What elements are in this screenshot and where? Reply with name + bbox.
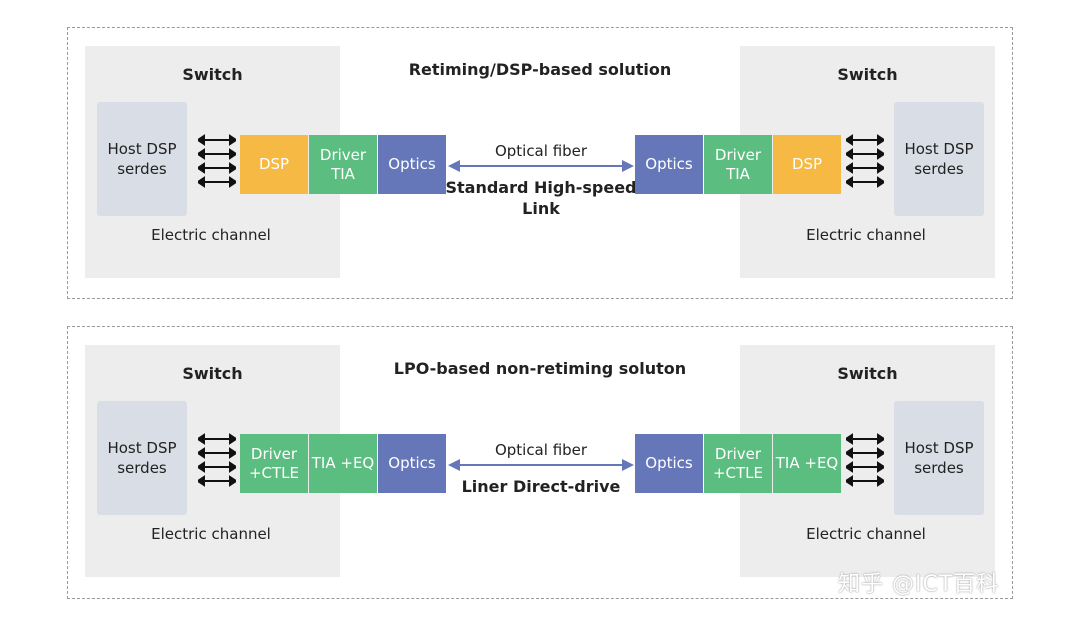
switch-label: Switch	[182, 65, 243, 84]
link-type-label: Liner Direct-drive	[461, 477, 621, 496]
optical-fiber-label: Optical fiber	[494, 441, 588, 459]
optics-block: Optics	[378, 434, 446, 493]
switch-label: Switch	[837, 364, 898, 383]
host-dsp-serdes: Host DSP serdes	[97, 401, 187, 515]
driver-ctle-block: Driver +CTLE	[704, 434, 772, 493]
optical-fiber-arrow-icon	[448, 160, 634, 172]
dsp-block: DSP	[240, 135, 308, 194]
electric-channel-arrows-icon	[198, 134, 236, 188]
optical-fiber-label: Optical fiber	[494, 142, 588, 160]
electric-channel-label: Electric channel	[151, 226, 271, 244]
electric-channel-label: Electric channel	[806, 525, 926, 543]
electric-channel-arrows-icon	[198, 433, 236, 487]
left-switch: Switch Host DSP serdes Electric channel	[85, 46, 340, 278]
optical-fiber-arrow-icon	[448, 459, 634, 471]
panel-title: Retiming/DSP-based solution	[408, 60, 672, 79]
lpo-panel: LPO-based non-retiming soluton Switch Ho…	[67, 326, 1013, 599]
right-switch: Switch Host DSP serdes Electric channel	[740, 46, 995, 278]
switch-label: Switch	[837, 65, 898, 84]
driver-tia-block: Driver TIA	[704, 135, 772, 194]
host-dsp-serdes: Host DSP serdes	[894, 401, 984, 515]
tia-eq-block: TIA +EQ	[773, 434, 841, 493]
watermark: 知乎 @ICT百科	[838, 572, 1000, 597]
driver-tia-block: Driver TIA	[309, 135, 377, 194]
optics-block: Optics	[635, 135, 703, 194]
right-switch: Switch Host DSP serdes Electric channel	[740, 345, 995, 577]
electric-channel-label: Electric channel	[151, 525, 271, 543]
dsp-block: DSP	[773, 135, 841, 194]
optics-block: Optics	[378, 135, 446, 194]
tia-eq-block: TIA +EQ	[309, 434, 377, 493]
link-type-label: Standard High-speed Link	[445, 178, 637, 218]
driver-ctle-block: Driver +CTLE	[240, 434, 308, 493]
electric-channel-arrows-icon	[846, 433, 884, 487]
switch-label: Switch	[182, 364, 243, 383]
host-dsp-serdes: Host DSP serdes	[894, 102, 984, 216]
electric-channel-label: Electric channel	[806, 226, 926, 244]
retiming-panel: Retiming/DSP-based solution Switch Host …	[67, 27, 1013, 299]
optics-block: Optics	[635, 434, 703, 493]
panel-title: LPO-based non-retiming soluton	[393, 359, 687, 378]
electric-channel-arrows-icon	[846, 134, 884, 188]
host-dsp-serdes: Host DSP serdes	[97, 102, 187, 216]
